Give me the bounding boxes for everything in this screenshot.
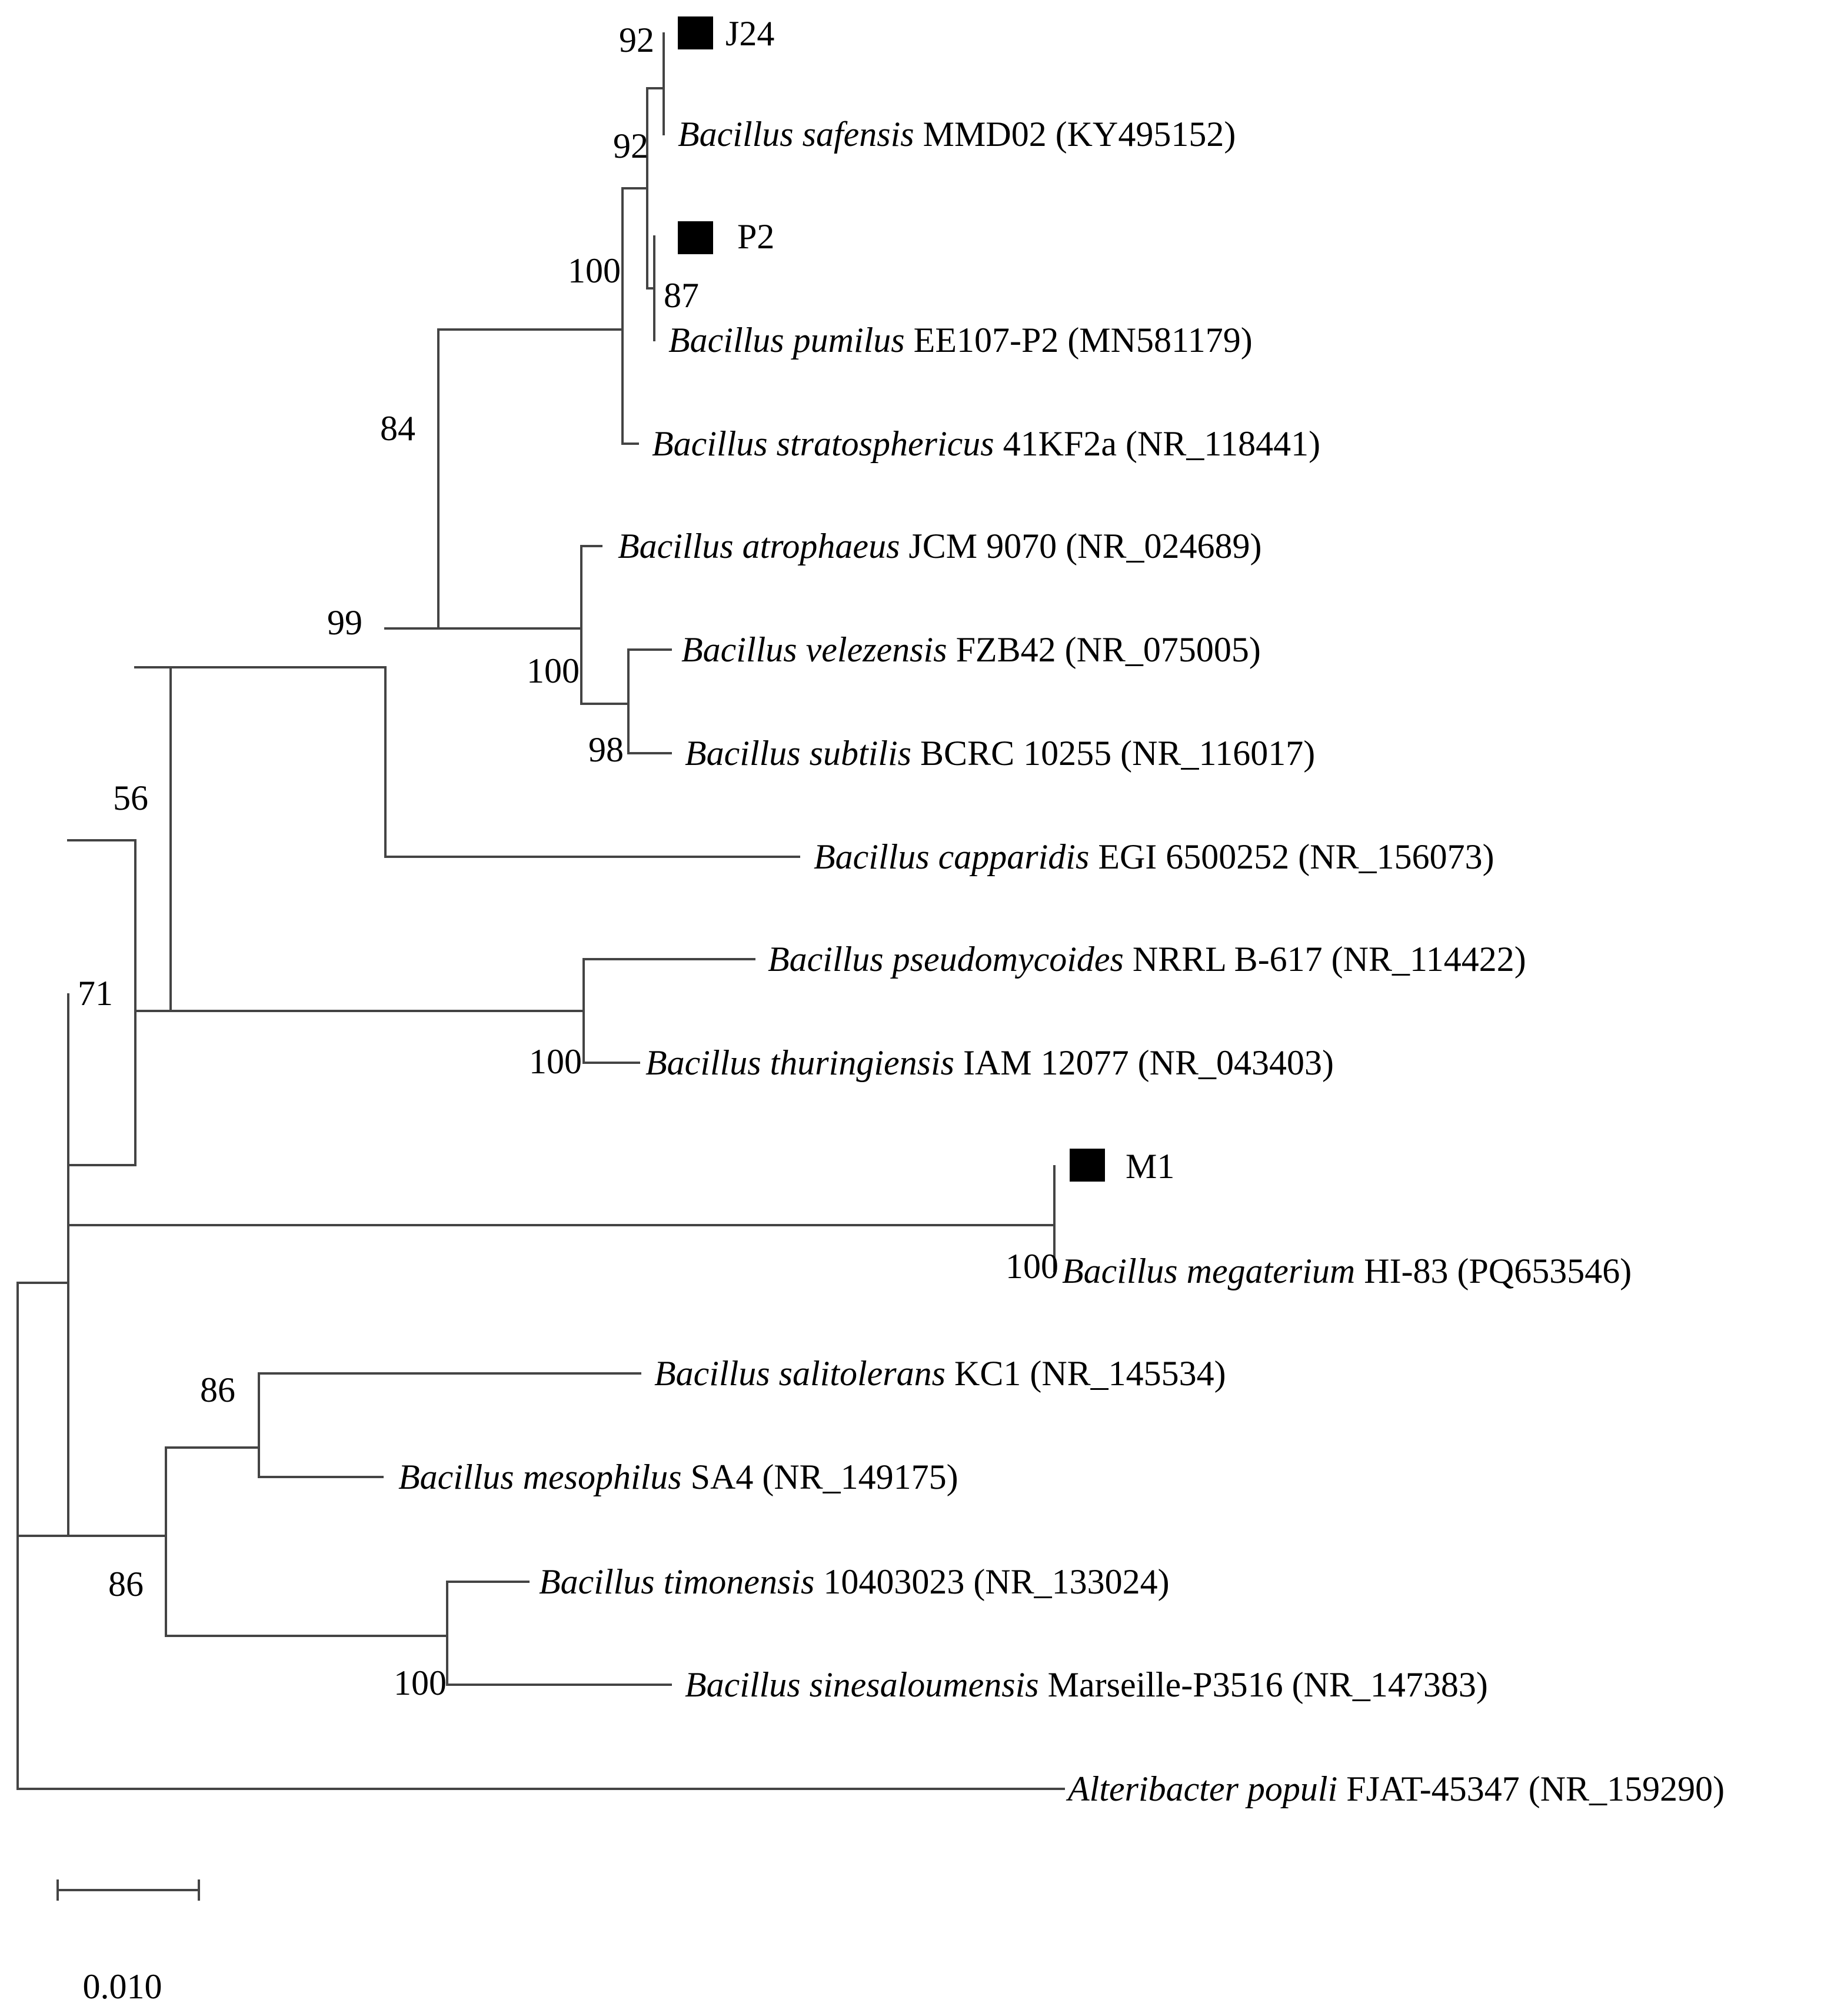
taxon-label-part: Bacillus atrophaeus [618, 527, 900, 565]
taxon-label-part: Bacillus pumilus [668, 321, 905, 360]
taxon-label-part: Bacillus safensis [678, 115, 914, 154]
taxon-label-part: Alteribacter populi [1066, 1769, 1337, 1808]
taxon-label-part: Bacillus subtilis [685, 734, 911, 773]
taxon-label-pumilus: Bacillus pumilus EE107-P2 (MN581179) [668, 321, 1253, 360]
bootstrap-value-timonensis-sinesaloumensis: 100 [394, 1664, 447, 1702]
scale-bar-line [56, 1879, 200, 1901]
isolate-marker-p2 [678, 221, 713, 254]
scale-bar-label: 0.010 [83, 1967, 162, 2006]
bootstrap-value-subtilis-group: 100 [527, 651, 580, 690]
isolate-marker-m1 [1070, 1149, 1105, 1182]
taxon-label-part: EGI 6500252 (NR_156073) [1089, 837, 1494, 876]
taxon-label-part: JCM 9070 (NR_024689) [900, 527, 1261, 565]
taxon-label-part: BCRC 10255 (NR_116017) [911, 734, 1315, 773]
taxon-label-part: Bacillus timonensis [539, 1562, 814, 1601]
taxon-label-mesophilus: Bacillus mesophilus SA4 (NR_149175) [398, 1458, 958, 1496]
taxon-label-part: KC1 (NR_145534) [946, 1354, 1226, 1393]
bootstrap-value-salitolerans-mesophilus: 86 [200, 1370, 235, 1409]
bootstrap-value-capparidis-join: 99 [327, 603, 362, 642]
bootstrap-value-pumilus-group-stratosphericus: 100 [568, 251, 621, 290]
tree-branches [16, 32, 1065, 1790]
bootstrap-values: 92 92 87 100 84 100 98 99 56 100 71 100 86 86 100 [78, 21, 1058, 1702]
taxon-label-stratosphericus: Bacillus stratosphericus 41KF2a (NR_1184… [652, 424, 1320, 463]
scale-bar: 0.010 [56, 1879, 200, 2006]
taxon-label-part: Marseille-P3516 (NR_147383) [1039, 1665, 1488, 1704]
taxon-label-part: MMD02 (KY495152) [914, 115, 1236, 154]
taxon-label-part: M1 [1126, 1147, 1174, 1186]
bootstrap-value-pseudomycoides-thuringiensis: 100 [529, 1042, 582, 1081]
bootstrap-value-pumilus-subtilis-groups: 84 [380, 409, 415, 448]
taxon-label-part: Bacillus velezensis [681, 630, 947, 669]
taxon-label-part: Bacillus megaterium [1062, 1252, 1355, 1290]
taxon-label-part: SA4 (NR_149175) [682, 1458, 958, 1496]
taxon-label-part: HI-83 (PQ653546) [1355, 1252, 1632, 1290]
taxon-label-part: FZB42 (NR_075005) [947, 630, 1261, 669]
taxon-label-pseudomycoides: Bacillus pseudomycoides NRRL B-617 (NR_1… [768, 940, 1526, 979]
taxon-label-part: EE107-P2 (MN581179) [905, 321, 1253, 360]
taxon-label-part: Bacillus capparidis [814, 837, 1089, 876]
taxon-label-part: Bacillus stratosphericus [652, 424, 994, 463]
bootstrap-value-m1-megaterium: 100 [1006, 1247, 1058, 1286]
taxon-label-part: Bacillus thuringiensis [645, 1043, 954, 1082]
taxon-label-j24: J24 [725, 14, 774, 53]
taxon-label-populi: Alteribacter populi FJAT-45347 (NR_15929… [1066, 1769, 1725, 1808]
taxon-label-megaterium: Bacillus megaterium HI-83 (PQ653546) [1062, 1252, 1632, 1290]
taxon-label-part: IAM 12077 (NR_043403) [954, 1043, 1334, 1082]
bootstrap-value-outgroup-clade: 86 [108, 1565, 144, 1604]
taxon-label-part: 10403023 (NR_133024) [814, 1562, 1169, 1601]
isolate-marker-j24 [678, 16, 713, 49]
taxon-label-part: Bacillus pseudomycoides [768, 940, 1124, 979]
isolate-markers [678, 16, 1105, 1182]
bootstrap-value-cereus-join: 56 [113, 779, 148, 817]
taxon-label-capparidis: Bacillus capparidis EGI 6500252 (NR_1560… [814, 837, 1494, 876]
taxon-label-safensis: Bacillus safensis MMD02 (KY495152) [678, 115, 1236, 154]
taxon-label-part: Bacillus sinesaloumensis [685, 1665, 1039, 1704]
taxon-label-part: 41KF2a (NR_118441) [994, 424, 1320, 463]
taxon-label-timonensis: Bacillus timonensis 10403023 (NR_133024) [539, 1562, 1170, 1601]
taxon-label-part: P2 [737, 217, 774, 256]
taxon-label-part: J24 [725, 14, 774, 53]
taxon-label-thuringiensis: Bacillus thuringiensis IAM 12077 (NR_043… [645, 1043, 1334, 1082]
bootstrap-value-p2-pumilus: 87 [664, 276, 699, 315]
bootstrap-value-megaterium-join: 71 [78, 974, 113, 1013]
taxon-label-part: NRRL B-617 (NR_114422) [1124, 940, 1526, 979]
taxon-label-atrophaeus: Bacillus atrophaeus JCM 9070 (NR_024689) [618, 527, 1261, 565]
taxon-label-p2: P2 [737, 217, 774, 256]
bootstrap-value-j24-safensis-p2-pumilus: 92 [613, 127, 648, 165]
taxon-label-part: Bacillus mesophilus [398, 1458, 682, 1496]
taxon-label-part: Bacillus salitolerans [654, 1354, 946, 1393]
taxon-label-part: FJAT-45347 (NR_159290) [1337, 1769, 1725, 1808]
tree-branch-lines [16, 32, 1065, 1790]
bootstrap-value-velezensis-subtilis: 98 [588, 730, 624, 769]
bootstrap-value-j24-safensis: 92 [619, 21, 654, 59]
taxon-label-salitolerans: Bacillus salitolerans KC1 (NR_145534) [654, 1354, 1226, 1393]
taxon-label-subtilis: Bacillus subtilis BCRC 10255 (NR_116017) [685, 734, 1315, 773]
taxon-label-sinesaloumensis: Bacillus sinesaloumensis Marseille-P3516… [685, 1665, 1488, 1704]
taxon-label-m1: M1 [1126, 1147, 1174, 1186]
taxon-label-velezensis: Bacillus velezensis FZB42 (NR_075005) [681, 630, 1261, 669]
